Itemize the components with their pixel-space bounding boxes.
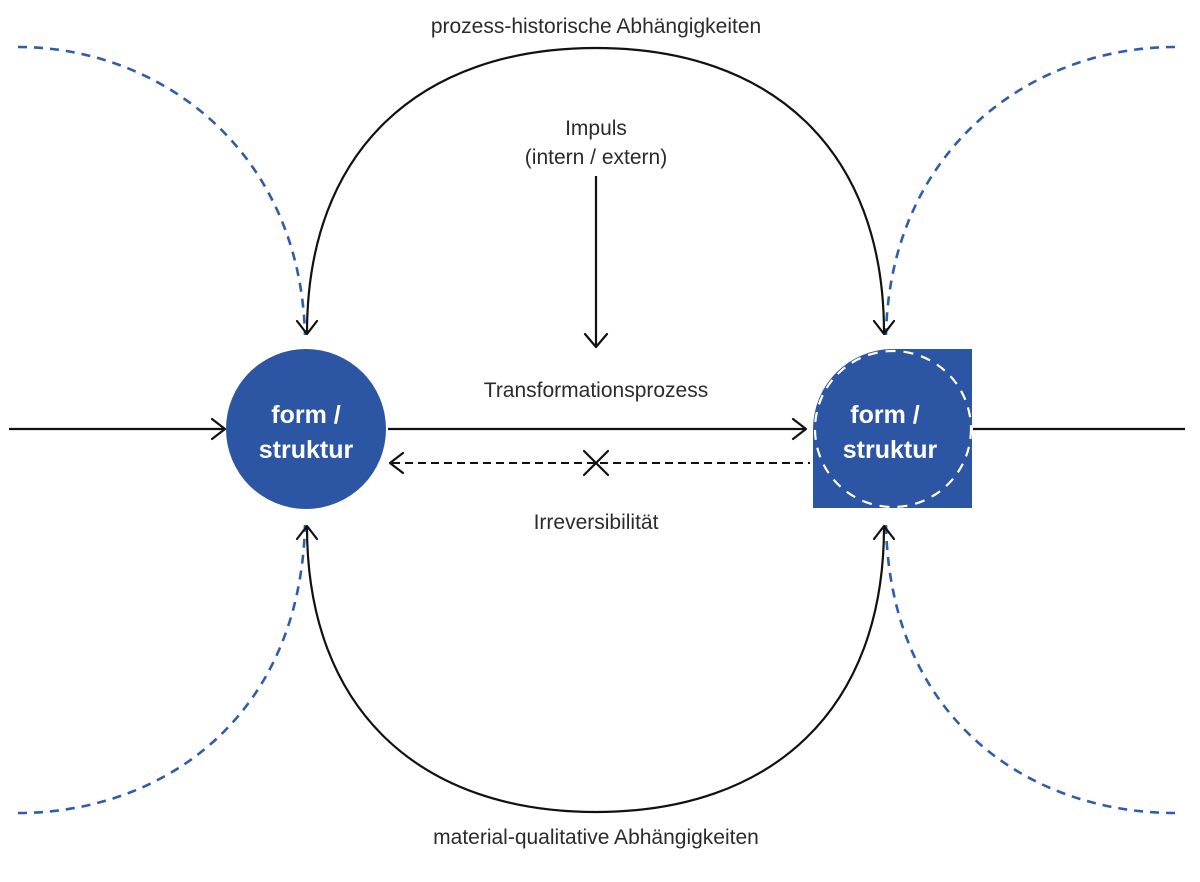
dependency-arc-bottom	[305, 526, 886, 814]
label-impulse-line1: Impuls	[565, 117, 627, 140]
arrowhead-bottom-right	[872, 524, 896, 541]
label-top-dependencies: prozess-historische Abhängigkeiten	[431, 15, 761, 38]
arrowhead-top-right	[872, 319, 896, 336]
context-arc-bottom-right	[884, 524, 1176, 815]
label-irreversibility: Irreversibilität	[534, 511, 659, 534]
node-target-shape	[813, 349, 972, 508]
label-impulse-line2: (intern / extern)	[525, 146, 667, 169]
node-source-label-line1: form /	[271, 401, 341, 429]
irreversibility-arrowhead	[388, 451, 405, 475]
input-arrowhead	[210, 417, 227, 441]
node-source: form / struktur	[226, 349, 386, 509]
node-target-label-line1: form /	[850, 401, 920, 429]
blocked-cross-icon	[582, 449, 610, 477]
transformation-arrowhead	[791, 417, 808, 441]
node-target: form / struktur	[813, 349, 973, 509]
impulse-arrowhead	[583, 332, 609, 349]
node-source-label-line2: struktur	[259, 436, 354, 464]
node-target-dashed-outline	[813, 349, 973, 509]
dependency-arc-top	[305, 46, 886, 334]
context-arc-top-left	[17, 45, 307, 336]
arrowhead-bottom-left	[295, 524, 319, 541]
label-bottom-dependencies: material-qualitative Abhängigkeiten	[433, 826, 759, 849]
node-source-shape	[226, 349, 386, 509]
node-target-label-line2: struktur	[843, 436, 938, 464]
context-arc-top-right	[884, 45, 1176, 336]
arrowhead-top-left	[295, 319, 319, 336]
context-arc-bottom-left	[17, 524, 307, 815]
label-transformation: Transformationsprozess	[484, 379, 708, 402]
